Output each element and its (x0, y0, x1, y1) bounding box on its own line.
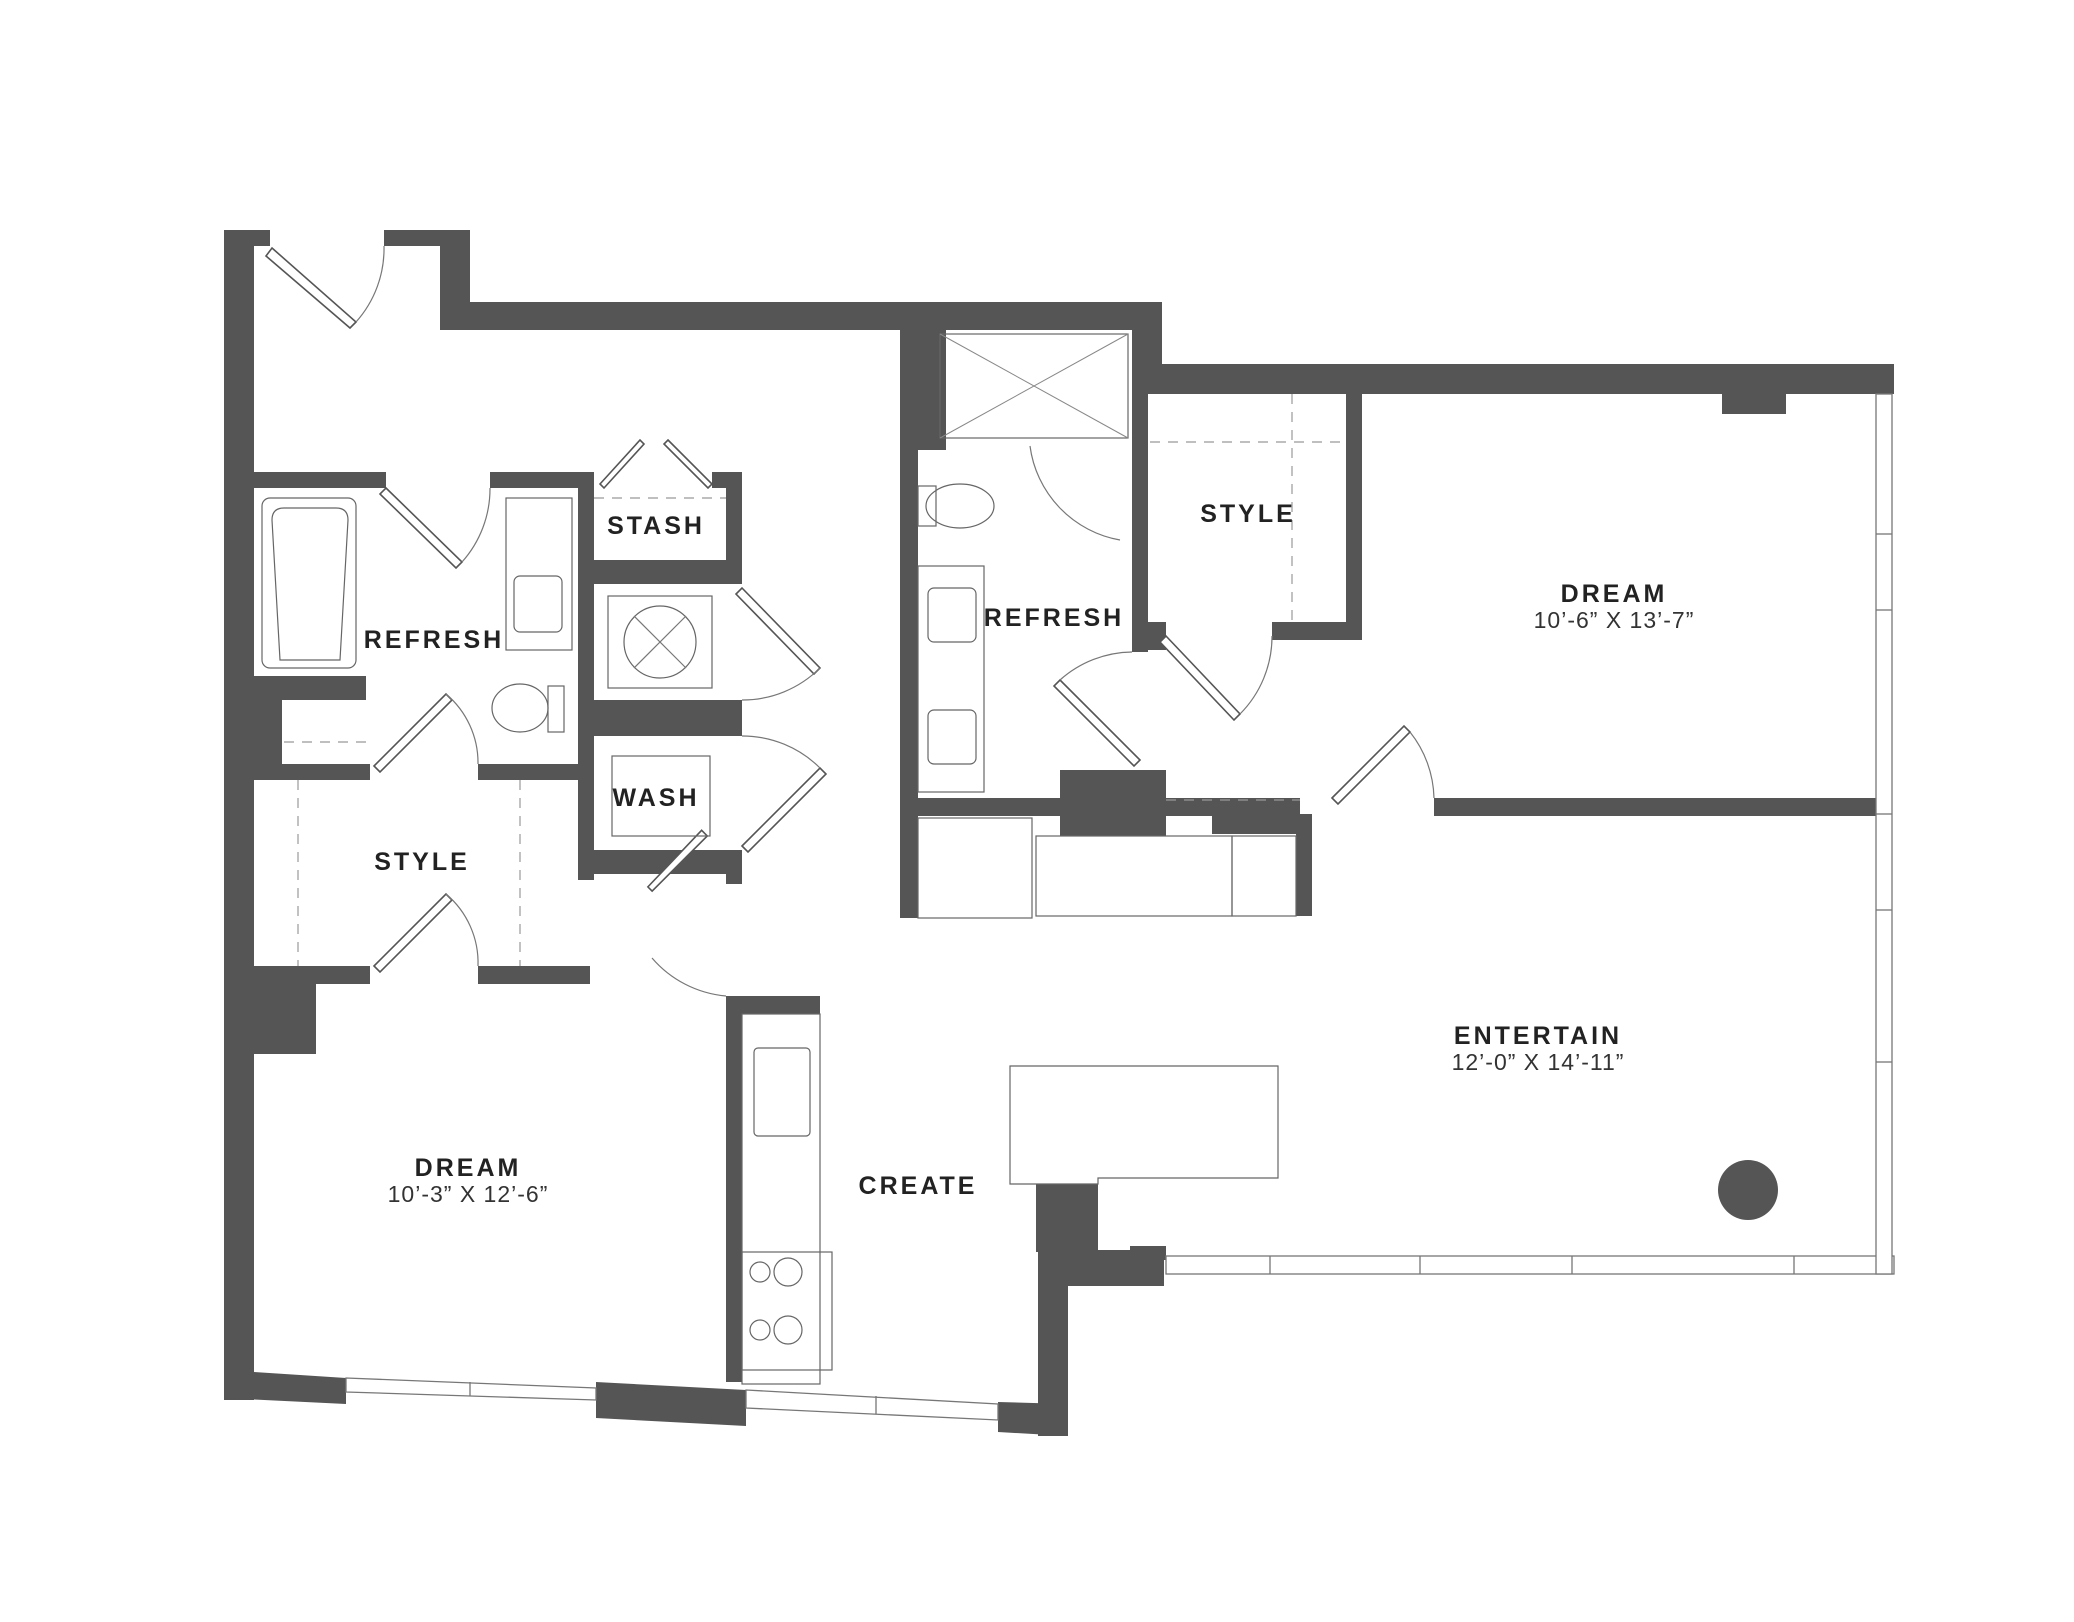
room-label-dream-right: DREAM (1561, 580, 1668, 608)
room-label-refresh-left: REFRESH (364, 626, 504, 654)
room-dimensions-entertain: 12’-0” X 14’-11” (1452, 1049, 1625, 1075)
room-label-create: CREATE (859, 1172, 978, 1200)
room-dimensions-dream-right: 10’-6” X 13’-7” (1534, 607, 1695, 633)
room-label-wash: WASH (613, 784, 700, 812)
windows (345, 393, 1895, 1421)
room-label-style-left: STYLE (374, 848, 470, 876)
room-label-stash: STASH (607, 512, 705, 540)
room-label-dream-left: DREAM (415, 1154, 522, 1182)
room-dimensions-dream-left: 10’-3” X 12’-6” (388, 1181, 549, 1207)
room-labels: STASH REFRESH WASH STYLE DREAM 10’-3” X … (364, 500, 1695, 1207)
doors (264, 245, 1435, 997)
room-label-entertain: ENTERTAIN (1454, 1022, 1622, 1050)
room-label-style-right: STYLE (1200, 500, 1296, 528)
exterior-walls (224, 230, 1894, 1436)
interior-walls (254, 330, 1878, 1382)
room-label-refresh-right: REFRESH (984, 604, 1124, 632)
fixtures (261, 333, 1778, 1385)
